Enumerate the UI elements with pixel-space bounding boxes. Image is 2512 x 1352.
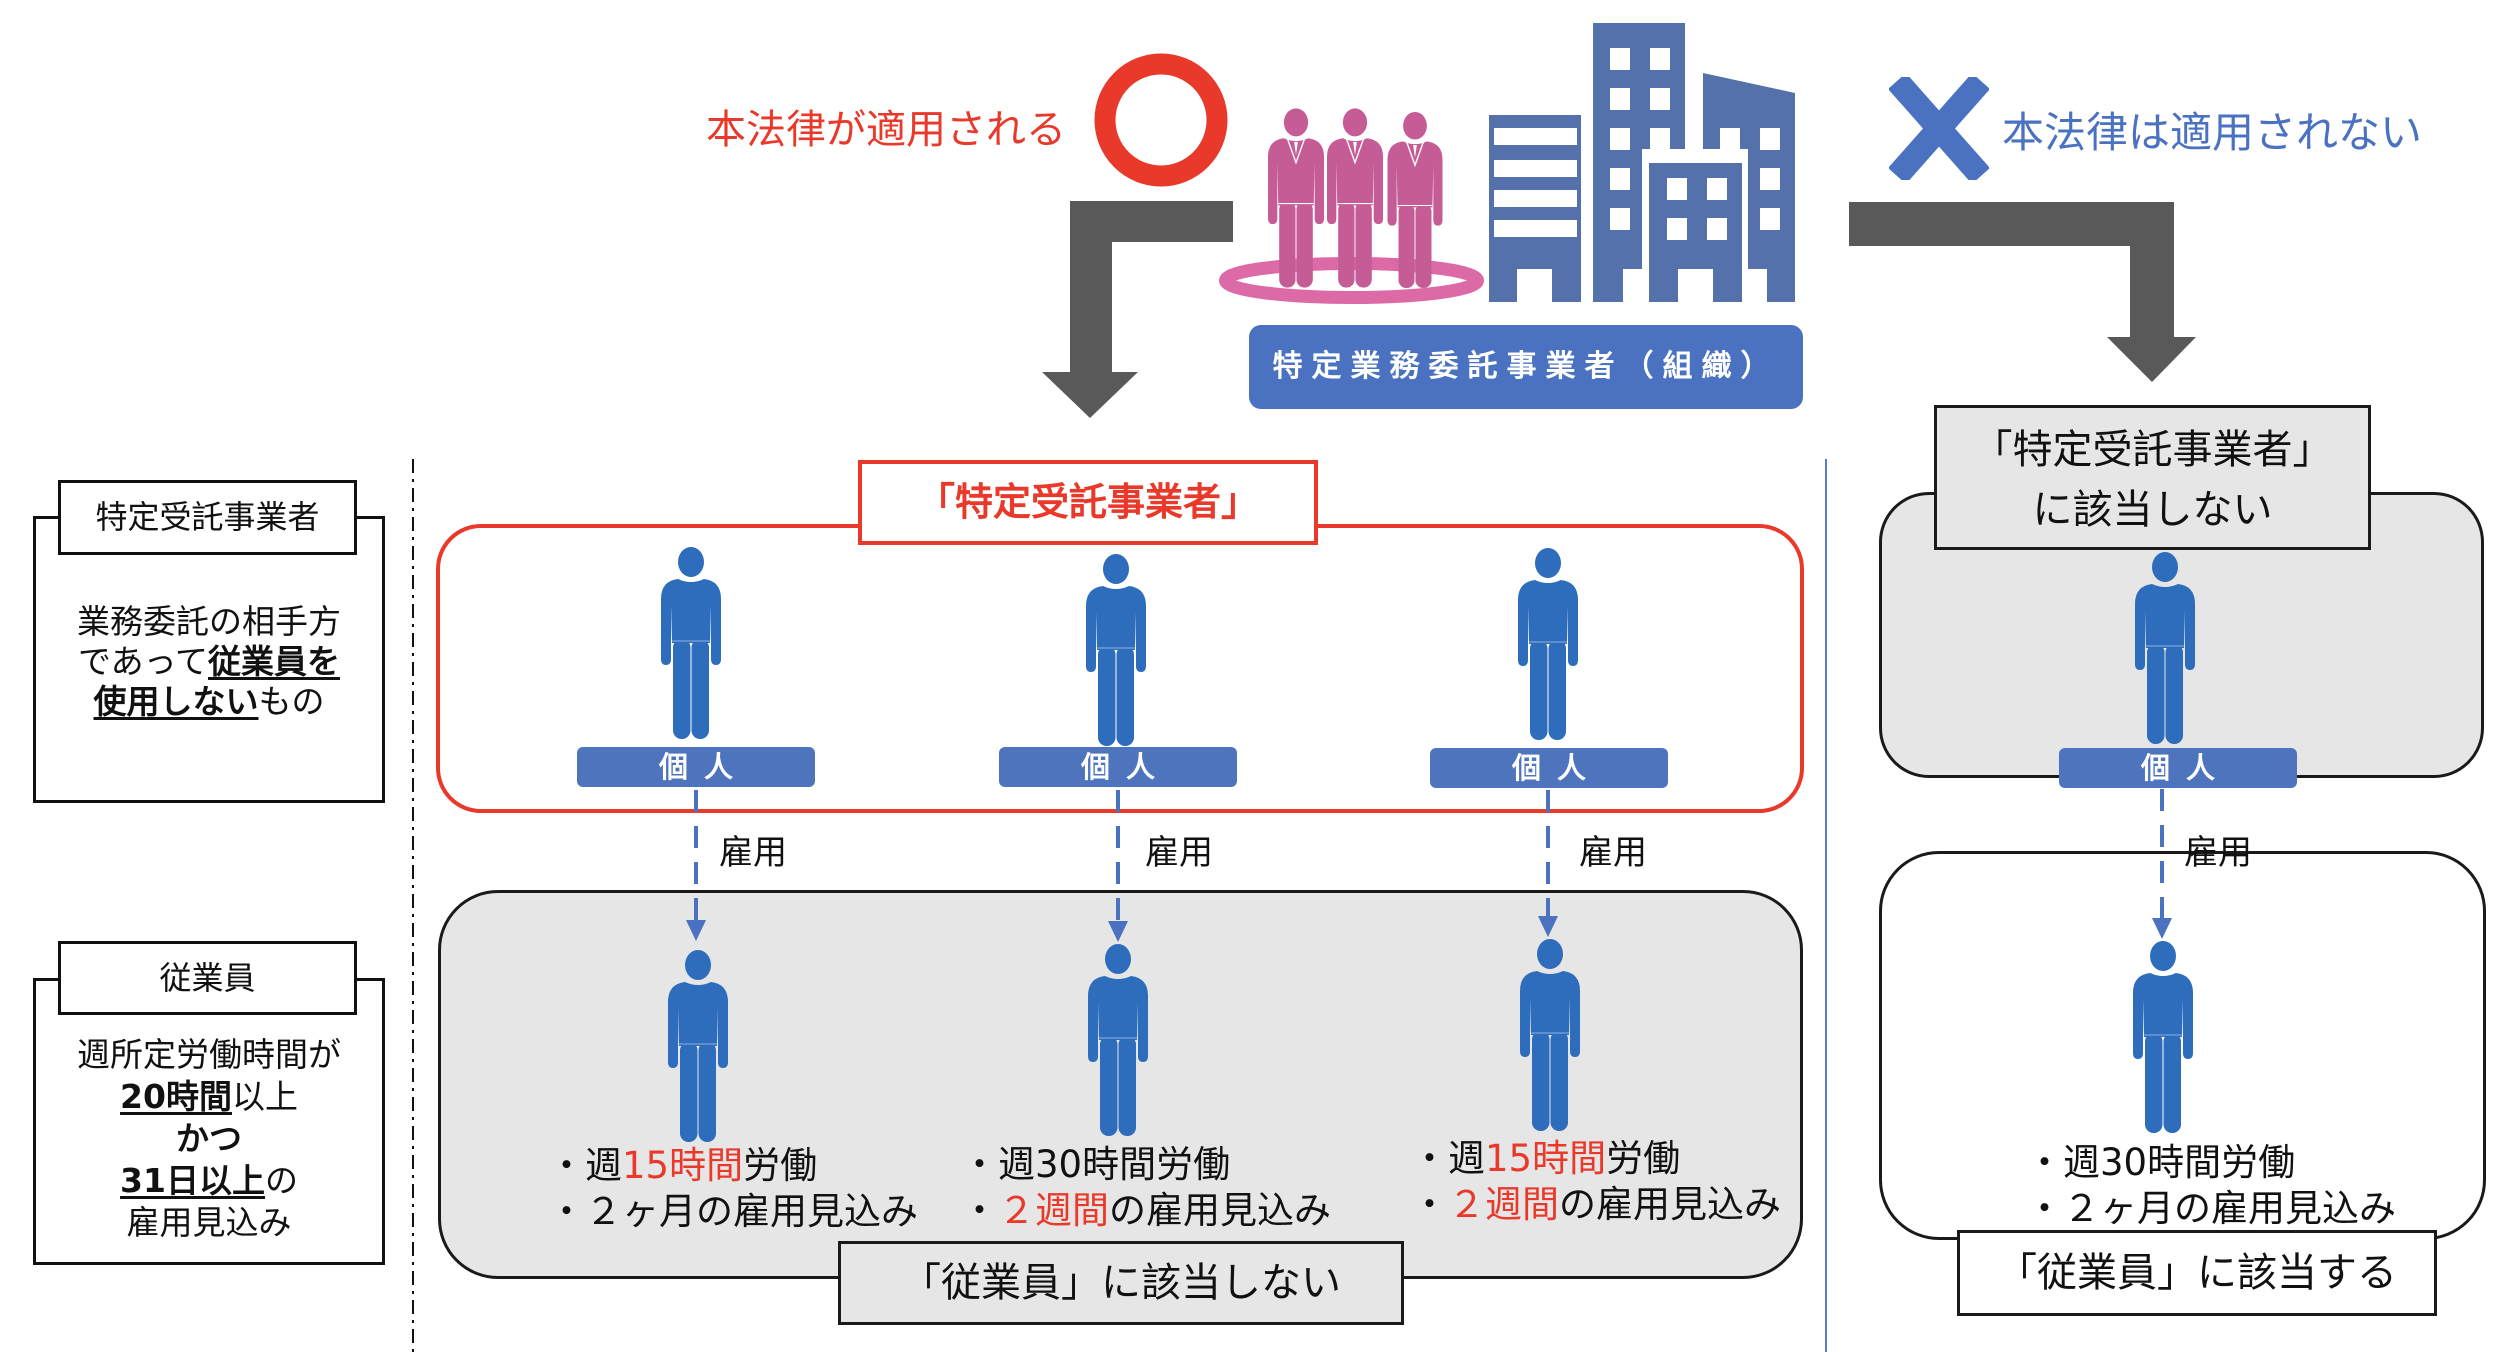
definition-emphasis: 31日以上 [120,1161,265,1200]
condition-text: ・週 [1411,1137,1485,1180]
law-applies-label: 本法律が適用される [706,107,1066,153]
definition-text: の [264,1161,298,1200]
worker-conditions: ・週30時間労働 ・２ヶ月の雇用見込み [2026,1140,2396,1232]
condition-text: 労働 [1606,1137,1681,1180]
definition-conjunction: かつ [176,1119,242,1158]
definition-body: 業務委託の相手方 であって従業員を 使用しないもの [33,602,385,722]
label-line: 「特定受託事業者」 [1972,427,2333,473]
individual-label: 個人 [999,747,1237,787]
worker-conditions: ・週30時間労働 ・２週間の雇用見込み [961,1142,1331,1234]
non-specified-contractor-label: 「特定受託事業者」 に該当しない [1934,405,2371,550]
worker-person-icon [2133,941,2193,1133]
individual-label: 個人 [1430,748,1668,788]
definition-emphasis: 20時間 [120,1077,232,1116]
individual-label: 個人 [2059,748,2297,788]
applies-flow-arrow [1042,201,1233,418]
condition-text: 労働 [743,1144,818,1187]
definition-title: 特定受託事業者 [58,480,357,555]
definition-text: 以上 [231,1077,298,1116]
condition-text: ・２ヶ月の雇用見込み [548,1190,918,1233]
individual-label: 個人 [577,747,815,787]
worker-person-icon [1520,939,1580,1131]
worker-conditions: ・週15時間労働 ・２ヶ月の雇用見込み [548,1143,918,1235]
person-icon [2135,552,2195,744]
condition-text: ・ [961,1189,998,1232]
employment-label: 雇用 [1145,833,1213,873]
definition-body: 週所定労働時間が 20時間以上 かつ 31日以上の 雇用見込み [33,1034,385,1244]
definition-text: もの [258,682,325,721]
specified-contractor-label: 「特定受託事業者」 [858,460,1318,545]
employee-result-label: 「従業員」に該当する [1957,1230,2437,1316]
definition-title: 従業員 [58,941,357,1015]
condition-highlight: ２週間 [1448,1183,1559,1226]
person-icon [1518,548,1578,740]
condition-text: ・週30時間労働 [2026,1141,2296,1184]
cross-mark-icon [1889,77,1989,180]
definition-text: であって [77,642,209,681]
definition-emphasis: 従業員を [208,642,341,681]
definition-text: 週所定労働時間が [77,1035,341,1074]
condition-highlight: 15時間 [1485,1137,1607,1180]
condition-text: ・ [1411,1183,1448,1226]
employment-label: 雇用 [1579,833,1647,873]
not-employee-result-label: 「従業員」に該当しない [838,1241,1404,1325]
business-people-icon [1219,108,1484,304]
condition-text: ・週 [548,1144,622,1187]
definition-emphasis: 使用しない [93,682,259,721]
law-not-applies-label: 本法律は適用されない [2002,108,2423,157]
condition-highlight: ２週間 [998,1189,1109,1232]
label-line: に該当しない [2032,487,2273,533]
person-icon [661,547,721,739]
person-icon [1086,554,1146,746]
worker-person-icon [1088,944,1148,1136]
condition-text: ・２ヶ月の雇用見込み [2026,1187,2396,1230]
condition-text: の雇用見込み [1559,1183,1781,1226]
definition-panel-contractor [33,516,385,803]
condition-text: の雇用見込み [1109,1189,1331,1232]
definition-text: 業務委託の相手方 [77,602,341,641]
worker-person-icon [668,950,728,1142]
employment-label: 雇用 [2184,833,2252,873]
office-buildings-icon [1489,23,1795,302]
definition-text: 雇用見込み [126,1203,292,1242]
not-applies-flow-arrow [1849,202,2196,382]
employment-label: 雇用 [719,833,787,873]
condition-highlight: 15時間 [622,1144,744,1187]
organization-label: 特定業務委託事業者（組織） [1249,325,1803,409]
employee-group [1879,851,2486,1240]
condition-text: ・週30時間労働 [961,1143,1231,1186]
circle-mark-icon [1094,53,1228,187]
worker-conditions: ・週15時間労働 ・２週間の雇用見込み [1411,1136,1781,1228]
